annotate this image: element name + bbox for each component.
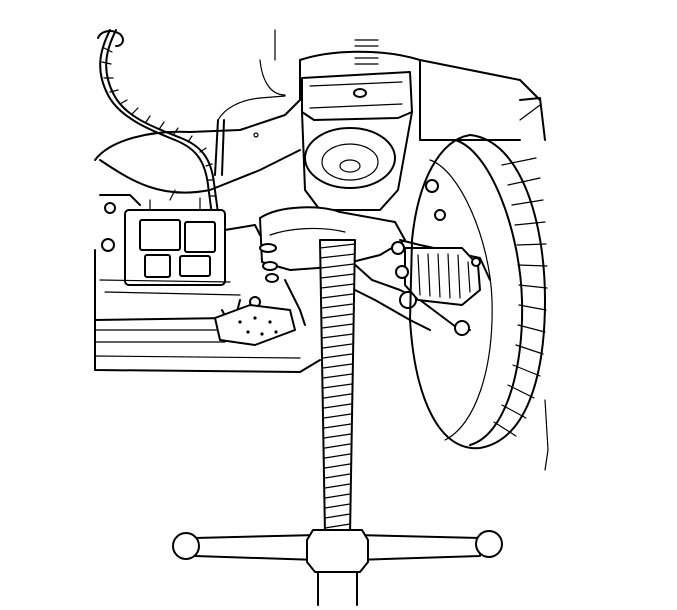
engine-components xyxy=(99,189,261,331)
strut-tower xyxy=(301,39,413,211)
tire xyxy=(409,97,549,471)
axle-boot xyxy=(391,179,481,306)
compressor-screw xyxy=(319,239,356,536)
t-handle xyxy=(172,529,503,606)
wiring-harness xyxy=(97,29,286,216)
brake-plate xyxy=(214,304,296,346)
vehicle-underbody xyxy=(94,29,541,373)
